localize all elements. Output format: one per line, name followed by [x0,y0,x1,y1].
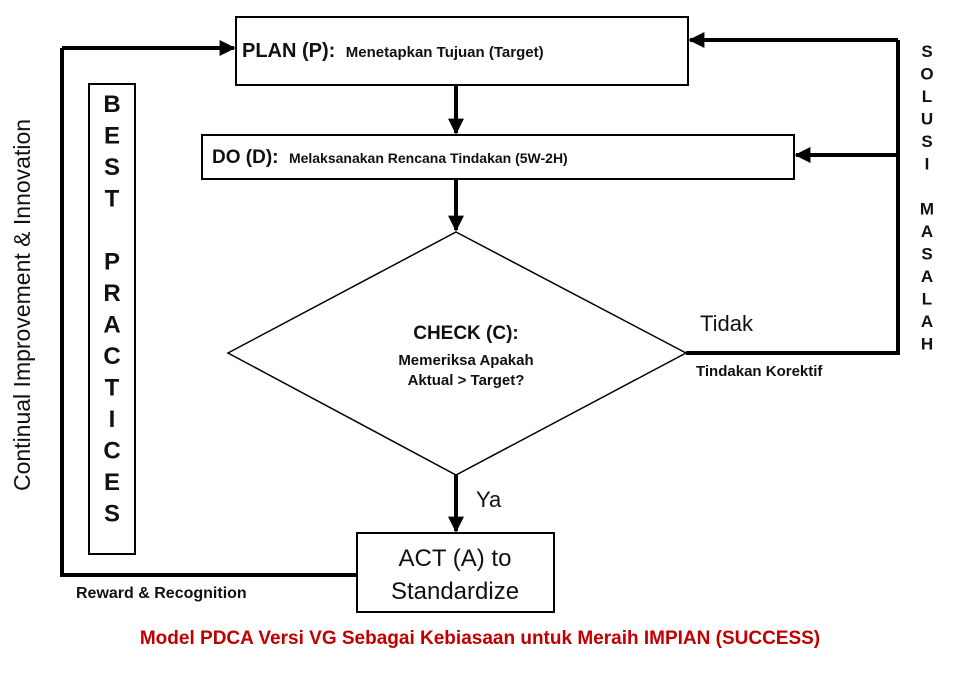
best-practices-letter: C [103,438,120,465]
do-code: DO (D): [212,147,278,168]
label-tidak: Tidak [700,311,754,336]
solusi-masalah-letter: S [921,132,932,151]
best-practices-letter: E [104,469,120,496]
check-line2: Aktual > Target? [408,372,525,389]
best-practices-letter: I [109,406,116,433]
solusi-masalah-letter: M [920,200,934,219]
check-line1: Memeriksa Apakah [398,352,533,369]
label-continual-improvement: Continual Improvement & Innovation [9,119,35,491]
best-practices-letter: B [103,91,120,118]
solusi-masalah-letter: I [925,155,930,174]
best-practices-letter: E [104,123,120,150]
plan-text: Menetapkan Tujuan (Target) [346,44,544,61]
label-ya: Ya [476,487,502,512]
best-practices-letter: C [103,343,120,370]
solusi-masalah-letter: S [921,245,932,264]
feedback-line-right [686,40,900,355]
label-tindakan-korektif: Tindakan Korektif [696,363,823,380]
best-practices-letter: T [105,186,120,213]
do-text: Melaksanakan Rencana Tindakan (5W-2H) [289,150,568,166]
best-practices-letter: S [104,154,120,181]
best-practices-letter: P [104,249,120,276]
act-line1: ACT (A) to [399,545,512,572]
solusi-masalah-letter: O [920,65,933,84]
solusi-masalah-letter: H [921,335,933,354]
best-practices-letter: T [105,375,120,402]
svg-text:DO (D): Melaksanakan Ren: DO (D): Melaksanakan Rencana Tindakan (5… [212,147,568,168]
check-node: CHECK (C): Memeriksa Apakah Aktual > Tar… [226,231,688,476]
plan-node: PLAN (P): Menetapkan Tujuan (Target) [235,16,689,86]
act-node: ACT (A) to Standardize [356,532,555,613]
solusi-masalah-letter: A [921,222,933,241]
best-practices-letter: S [104,501,120,528]
act-line2: Standardize [391,578,519,605]
solusi-masalah-letter: L [922,87,932,106]
best-practices-letter: A [103,312,120,339]
solusi-masalah-letter: S [921,42,932,61]
do-node: DO (D): Melaksanakan Rencana Tindakan (5… [201,134,795,180]
plan-code: PLAN (P): [242,40,335,62]
caption: Model PDCA Versi VG Sebagai Kebiasaan un… [139,628,821,649]
feedback-line-left [60,48,357,577]
solusi-masalah-letter: U [921,110,933,129]
solusi-masalah-letter: A [921,312,933,331]
solusi-masalah-letter: A [921,267,933,286]
label-reward: Reward & Recognition [76,585,247,602]
solusi-masalah-letter: L [922,290,932,309]
best-practices-letter: R [103,280,120,307]
check-code: CHECK (C): [413,323,519,344]
svg-text:PLAN (P): Menetapkan Tuj: PLAN (P): Menetapkan Tujuan (Target) [242,40,544,62]
